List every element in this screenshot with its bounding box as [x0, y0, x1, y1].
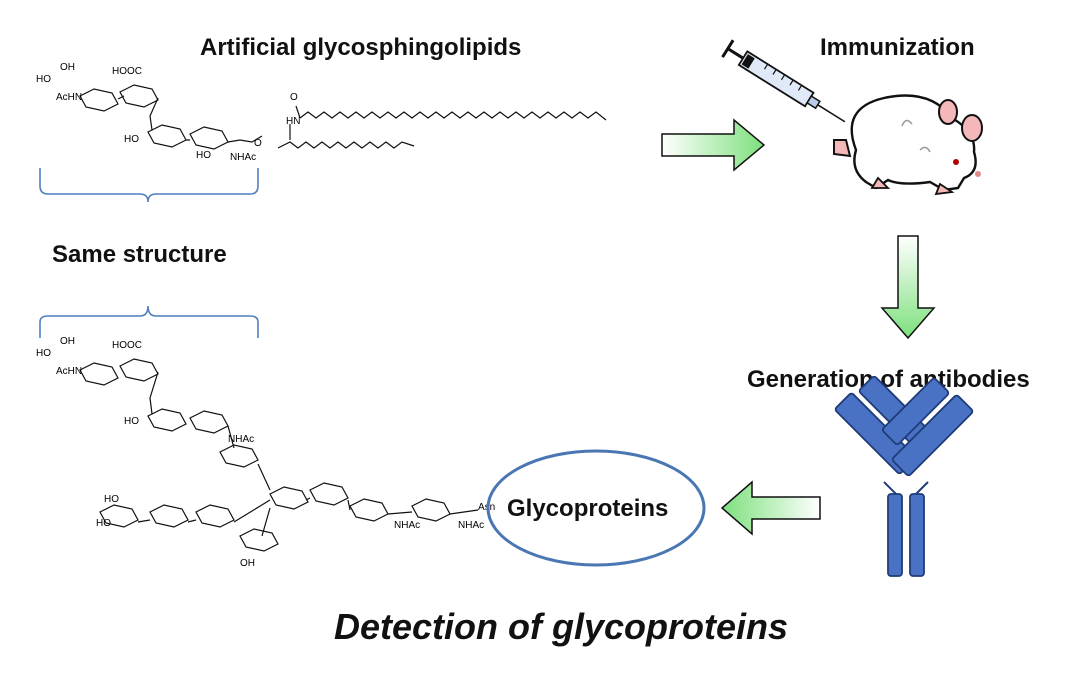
glycan-oh-label-2: OH: [240, 558, 255, 569]
gsl-ho-label: HO: [36, 74, 51, 85]
right-arrow: [661, 118, 766, 172]
artificial-glycosphingolipids-title: Artificial glycosphingolipids: [200, 34, 522, 61]
gsl-achn-label: AcHN: [56, 92, 82, 103]
glycan-hooc-label: HOOC: [112, 340, 142, 351]
glycosphingolipid-structure: AcHN HO OH HOOC HO HO NHAc HN O O: [36, 62, 607, 163]
left-arrow: [720, 480, 821, 536]
gsl-o-label: O: [290, 92, 298, 103]
glycan-nhac-label-3: NHAc: [458, 520, 484, 531]
gsl-ho-label-2: HO: [124, 134, 139, 145]
bottom-bracket: [39, 305, 259, 338]
glycan-nhac-label: NHAc: [228, 434, 254, 445]
glycoprotein-ellipse: [486, 449, 706, 567]
glycan-ho-label: HO: [36, 348, 51, 359]
top-bracket: [39, 168, 259, 203]
glycoproteins-label: Glycoproteins: [507, 495, 669, 522]
glycan-achn-label: AcHN: [56, 366, 82, 377]
detection-of-glycoproteins-title: Detection of glycoproteins: [334, 606, 789, 647]
gsl-ho-label-3: HO: [196, 150, 211, 161]
glycan-ho-label-3: HO: [96, 518, 111, 529]
antibody-icon: [834, 375, 974, 577]
generation-of-antibodies-title: Generation of antibodies: [747, 366, 1030, 393]
mouse-icon: [833, 94, 983, 196]
syringe-icon: [721, 39, 846, 123]
glycan-ho-label-4: HO: [104, 494, 119, 505]
same-structure-label: Same structure: [52, 241, 227, 268]
immunization-title: Immunization: [820, 34, 975, 61]
gsl-nhac-label: NHAc: [230, 152, 256, 163]
glycan-oh-label: OH: [60, 336, 75, 347]
gsl-oh-label: OH: [60, 62, 75, 73]
glycoprotein-glycan-structure: AcHN HO OH HOOC HO NHAc NHAc NHAc Asn HO…: [36, 336, 495, 569]
gsl-hooc-label: HOOC: [112, 66, 142, 77]
down-arrow: [880, 235, 936, 340]
glycan-nhac-label-2: NHAc: [394, 520, 420, 531]
gsl-o-label-2: O: [254, 138, 262, 149]
glycan-ho-label-2: HO: [124, 416, 139, 427]
gsl-hn-label: HN: [286, 116, 300, 127]
